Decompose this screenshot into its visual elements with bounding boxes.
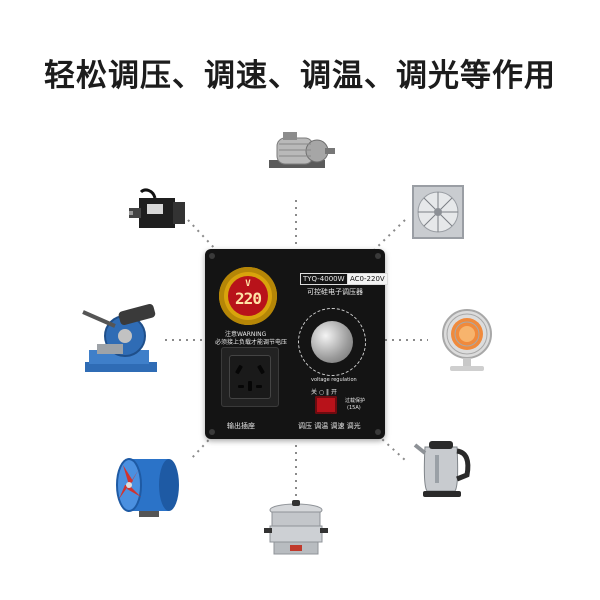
switch-labels: 关 ○ ‖ 开 — [311, 389, 337, 396]
headline: 轻松调压、调速、调温、调光等作用 — [44, 58, 556, 94]
socket-caption: 输出插座 — [227, 422, 255, 430]
mode-labels: 调压 调温 调速 调光 — [298, 422, 361, 430]
axial-duct-fan-image — [116, 458, 179, 517]
power-switch[interactable] — [315, 396, 337, 414]
steamer-pot-image — [264, 500, 328, 555]
cutoff-saw-image — [82, 303, 157, 372]
connector-upper-left — [187, 219, 219, 253]
socket-pin — [238, 385, 244, 388]
voltage-knob[interactable] — [311, 321, 353, 363]
exhaust-fan-image — [412, 185, 464, 239]
servo-motor-image — [129, 188, 185, 228]
screw — [375, 253, 381, 259]
voltmeter-unit: V — [245, 279, 251, 289]
model-tag: TYQ-4000W — [300, 273, 348, 285]
socket-pin — [248, 381, 252, 391]
voltage-range-tag: AC0-220V — [347, 273, 388, 285]
socket-pin — [235, 364, 243, 375]
electric-motor-image — [269, 132, 335, 168]
knob-caption: voltage regulation — [311, 377, 357, 383]
electric-kettle-image — [413, 441, 471, 497]
voltmeter-display: V 220 — [219, 267, 277, 325]
device-type-caption: 可控硅电子调压器 — [307, 288, 363, 296]
fuse-label: 过载保护 — [345, 398, 366, 404]
voltmeter-face: V 220 — [228, 276, 268, 316]
warning-text: 必须接上负载才能调节电压 — [215, 339, 288, 346]
socket-face — [229, 355, 271, 399]
socket-pin — [257, 364, 265, 375]
warning-title: 注意WARNING — [225, 331, 267, 338]
socket-pin — [256, 385, 262, 388]
space-heater-image — [442, 309, 492, 371]
screw — [375, 429, 381, 435]
screw — [209, 429, 215, 435]
output-socket[interactable] — [221, 347, 279, 407]
connector-upper-right — [371, 219, 406, 253]
knob-scale-ring — [298, 308, 366, 376]
fuse-rating: (15A) — [347, 405, 361, 411]
voltage-regulator-device: V 220 TYQ-4000W AC0-220V 可控硅电子调压器 注意WARN… — [205, 249, 388, 439]
voltmeter-reading: 220 — [235, 289, 262, 308]
screw — [209, 253, 215, 259]
